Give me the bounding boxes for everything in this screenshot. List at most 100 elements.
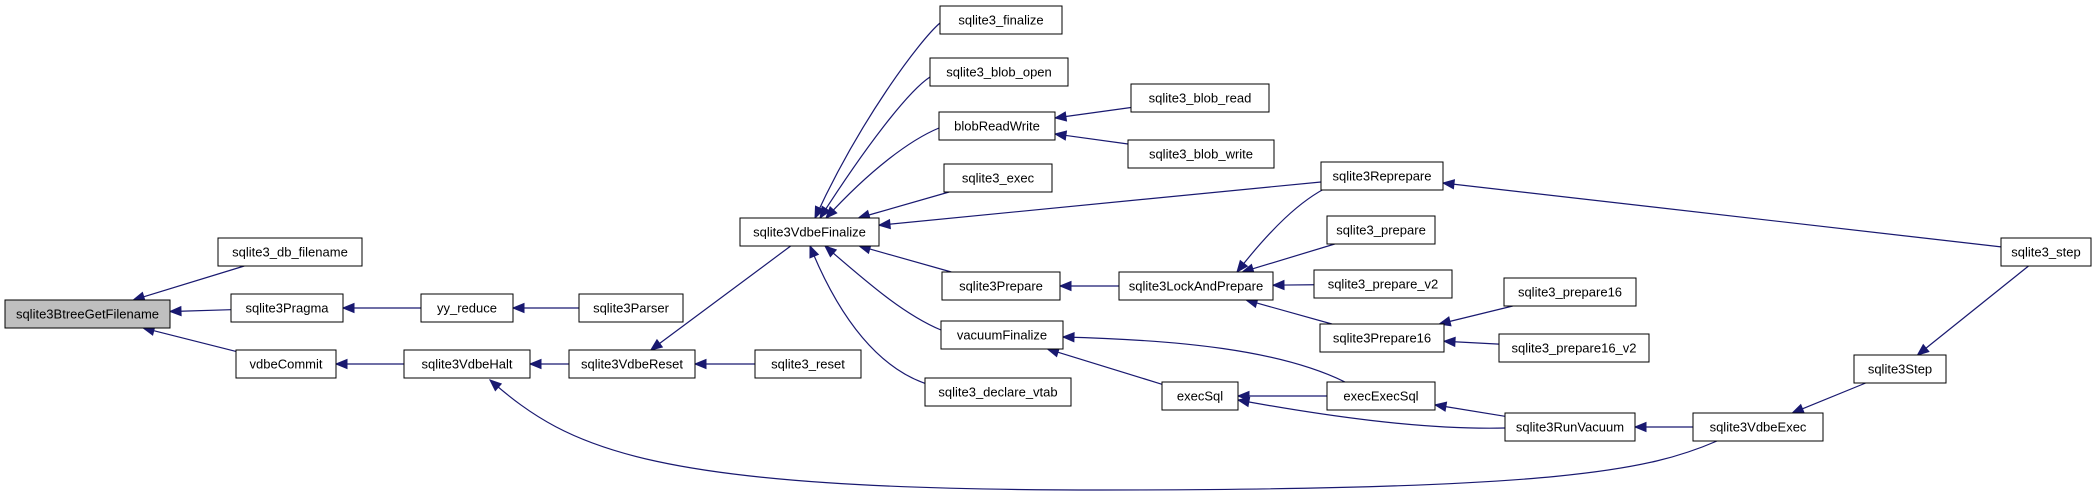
node-box[interactable] [217,237,363,267]
node-sqlite3Prepare16[interactable]: sqlite3Prepare16 [1319,323,1445,353]
node-label: sqlite3_reset [771,357,845,372]
node-box[interactable] [420,293,514,323]
node-sqlite3Parser[interactable]: sqlite3Parser [578,293,684,323]
node-box[interactable] [739,217,880,247]
node-box[interactable] [940,320,1064,350]
node-box[interactable] [1127,139,1275,169]
edge-sqlite3RunVacuum-to-execExecSql [1444,405,1506,417]
node-box[interactable] [1853,354,1947,384]
node-sqlite3VdbeFinalize[interactable]: sqlite3VdbeFinalize [739,217,880,247]
node-sqlite3Reprepare[interactable]: sqlite3Reprepare [1320,161,1444,191]
node-label: vacuumFinalize [957,328,1047,343]
node-box[interactable] [924,377,1072,407]
node-sqlite3VdbeHalt[interactable]: sqlite3VdbeHalt [403,349,531,379]
node-box[interactable] [938,111,1056,141]
node-label: sqlite3_blob_write [1149,147,1253,162]
node-label: sqlite3VdbeReset [581,357,683,372]
node-box[interactable] [754,349,862,379]
node-sqlite3_step[interactable]: sqlite3_step [2000,237,2092,267]
node-vacuumFinalize[interactable]: vacuumFinalize [940,320,1064,350]
edge-sqlite3_prepare16_v2-to-sqlite3Prepare16-arrowhead [1442,336,1456,348]
node-label: sqlite3Step [1868,362,1932,377]
node-box[interactable] [235,349,337,379]
node-box[interactable] [578,293,684,323]
node-box[interactable] [230,293,344,323]
node-box[interactable] [1118,271,1274,301]
node-sqlite3VdbeExec[interactable]: sqlite3VdbeExec [1692,412,1824,442]
node-execSql[interactable]: execSql [1161,381,1239,411]
node-label: sqlite3_step [2011,245,2080,260]
node-sqlite3BtreeGetFilename[interactable]: sqlite3BtreeGetFilename [4,299,171,329]
node-sqlite3_declare_vtab[interactable]: sqlite3_declare_vtab [924,377,1072,407]
edge-sqlite3_step-to-sqlite3Reprepare-arrowhead [1441,179,1456,190]
node-box[interactable] [1130,83,1270,113]
edge-sqlite3LockAndPrepare-to-sqlite3Prepare-arrowhead [1058,280,1072,292]
node-box[interactable] [1326,381,1436,411]
node-box[interactable] [939,5,1063,35]
edge-sqlite3_step-to-sqlite3Reprepare [1452,183,2002,248]
node-vdbeCommit[interactable]: vdbeCommit [235,349,337,379]
node-box[interactable] [1326,215,1436,245]
node-box[interactable] [929,57,1069,87]
node-label: sqlite3LockAndPrepare [1129,279,1263,294]
node-label: blobReadWrite [954,119,1040,134]
node-execExecSql[interactable]: execExecSql [1326,381,1436,411]
node-box[interactable] [1692,412,1824,442]
node-blobReadWrite[interactable]: blobReadWrite [938,111,1056,141]
node-box[interactable] [568,349,696,379]
edge-sqlite3Prepare-to-sqlite3VdbeFinalize [868,248,952,273]
node-box[interactable] [2000,237,2092,267]
node-sqlite3_prepare_v2[interactable]: sqlite3_prepare_v2 [1313,269,1453,299]
node-box[interactable] [941,271,1061,301]
edge-sqlite3VdbeExec-to-sqlite3RunVacuum-arrowhead [1633,421,1647,433]
edge-sqlite3RunVacuum-to-execSql-arrowhead [1236,396,1251,408]
node-label: sqlite3VdbeHalt [421,357,512,372]
node-box[interactable] [403,349,531,379]
node-box[interactable] [1320,161,1444,191]
node-label: sqlite3_finalize [958,13,1043,28]
node-box[interactable] [1498,333,1650,363]
edge-sqlite3_blob_read-to-blobReadWrite [1064,106,1132,118]
node-sqlite3Step[interactable]: sqlite3Step [1853,354,1947,384]
node-sqlite3_prepare16[interactable]: sqlite3_prepare16 [1503,277,1637,307]
node-sqlite3_finalize[interactable]: sqlite3_finalize [939,5,1063,35]
node-box[interactable] [1504,412,1636,442]
edge-sqlite3_blob_open-to-sqlite3VdbeFinalize [819,76,931,219]
node-sqlite3VdbeReset[interactable]: sqlite3VdbeReset [568,349,696,379]
node-sqlite3_blob_open[interactable]: sqlite3_blob_open [929,57,1069,87]
node-box[interactable] [1161,381,1239,411]
node-sqlite3_db_filename[interactable]: sqlite3_db_filename [217,237,363,267]
node-sqlite3LockAndPrepare[interactable]: sqlite3LockAndPrepare [1118,271,1274,301]
edge-sqlite3_prepare_v2-to-sqlite3LockAndPrepare-arrowhead [1271,279,1285,291]
node-label: sqlite3_prepare16_v2 [1511,341,1636,356]
edge-sqlite3_declare_vtab-to-sqlite3VdbeFinalize-arrowhead [809,244,820,259]
node-sqlite3_blob_write[interactable]: sqlite3_blob_write [1127,139,1275,169]
node-box[interactable] [1503,277,1637,307]
node-sqlite3Prepare[interactable]: sqlite3Prepare [941,271,1061,301]
node-sqlite3Pragma[interactable]: sqlite3Pragma [230,293,344,323]
edge-sqlite3Parser-to-yy_reduce-arrowhead [511,302,525,314]
edge-sqlite3_finalize-to-sqlite3VdbeFinalize [814,22,941,219]
edges-layer [131,22,2029,491]
node-sqlite3_blob_read[interactable]: sqlite3_blob_read [1130,83,1270,113]
node-sqlite3_prepare[interactable]: sqlite3_prepare [1326,215,1436,245]
node-box[interactable] [1313,269,1453,299]
node-box[interactable] [4,299,171,329]
node-box[interactable] [943,163,1053,193]
edge-sqlite3_step-to-sqlite3Step [1924,265,2029,350]
node-box[interactable] [1319,323,1445,353]
node-sqlite3RunVacuum[interactable]: sqlite3RunVacuum [1504,412,1636,442]
edge-sqlite3_prepare16_v2-to-sqlite3Prepare16 [1453,341,1500,345]
node-label: sqlite3Reprepare [1332,169,1431,184]
node-label: sqlite3_prepare [1336,223,1426,238]
node-sqlite3_reset[interactable]: sqlite3_reset [754,349,862,379]
node-sqlite3_exec[interactable]: sqlite3_exec [943,163,1053,193]
node-label: sqlite3_prepare_v2 [1328,277,1439,292]
edge-sqlite3Prepare16-to-sqlite3LockAndPrepare [1255,302,1333,325]
node-label: execSql [1177,389,1223,404]
node-label: sqlite3_declare_vtab [938,385,1057,400]
node-sqlite3_prepare16_v2[interactable]: sqlite3_prepare16_v2 [1498,333,1650,363]
node-label: sqlite3_blob_read [1149,91,1252,106]
node-yy_reduce[interactable]: yy_reduce [420,293,514,323]
node-label: vdbeCommit [250,357,323,372]
